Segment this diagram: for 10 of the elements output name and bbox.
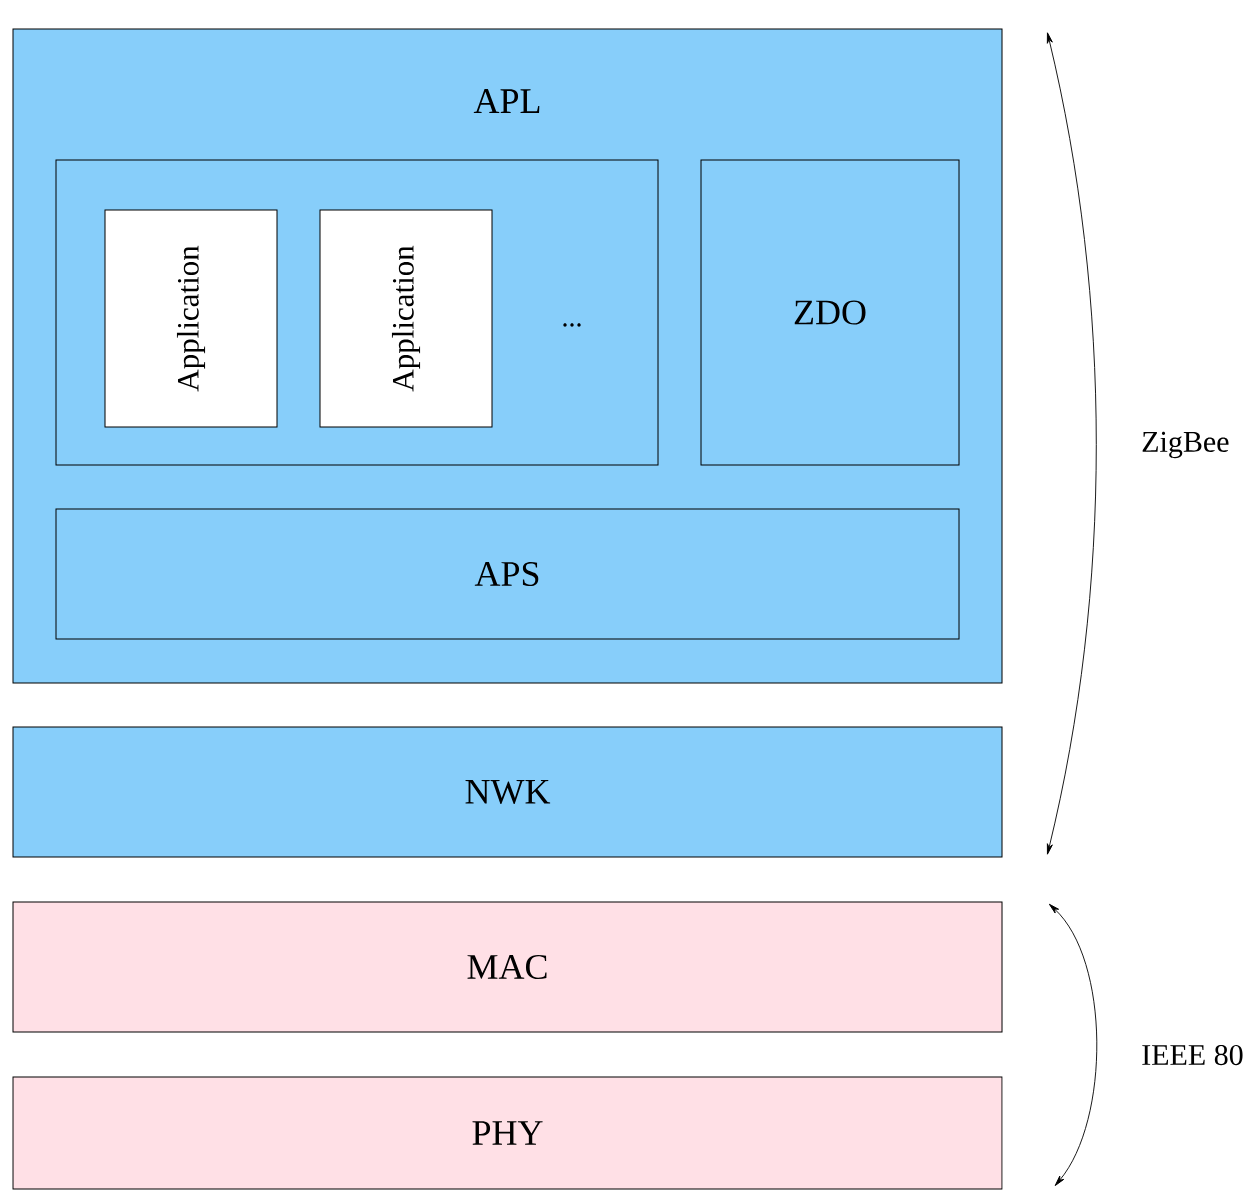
application-box: Application (319, 209, 493, 428)
layer-box: ZDO (700, 159, 960, 466)
layer-box: APS (55, 508, 960, 640)
layer-box: MAC (12, 901, 1003, 1033)
ellipsis-text: ... (563, 323, 581, 327)
bracket-label: IEEE 80 (1142, 1044, 1243, 1066)
layer-box: NWK (12, 726, 1003, 858)
bracket-label: ZigBee (1142, 431, 1229, 459)
layer-box: PHY (12, 1076, 1003, 1190)
application-box: Application (104, 209, 278, 428)
